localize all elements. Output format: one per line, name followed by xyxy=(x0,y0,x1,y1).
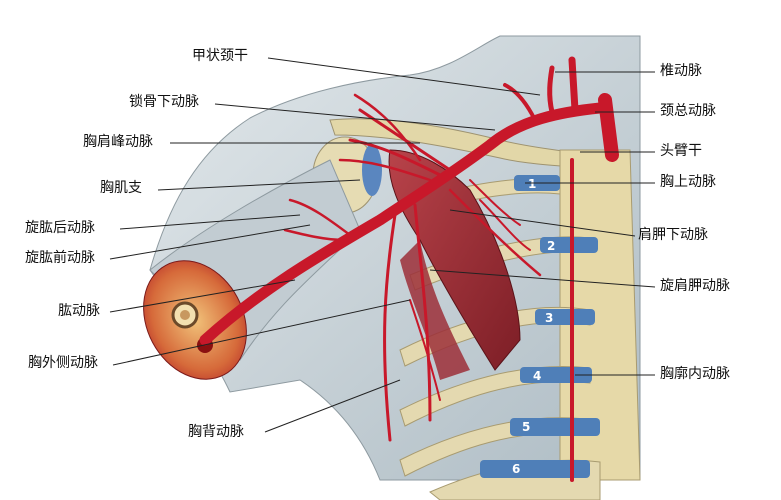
brachiocephalic-trunk xyxy=(598,93,619,162)
lateral-thoracic xyxy=(413,203,432,422)
label-superior-thoracic-artery: 胸上动脉 xyxy=(660,174,716,190)
label-common-carotid-artery: 颈总动脉 xyxy=(660,103,716,119)
label-posterior-circumflex-humeral: 旋肱后动脉 xyxy=(25,220,95,236)
vertebral-artery xyxy=(547,65,555,115)
rib-number-6: 6 xyxy=(512,462,520,476)
thoracodorsal xyxy=(383,213,397,442)
label-pectoral-branch: 胸肌支 xyxy=(100,180,142,196)
label-circumflex-scapular-artery: 旋肩胛动脉 xyxy=(660,278,730,294)
rib-number-4: 4 xyxy=(533,369,541,383)
label-internal-thoracic-artery: 胸廓内动脉 xyxy=(660,366,730,382)
glenoid-cartilage xyxy=(362,144,382,196)
pectoralis-minor-muscle xyxy=(388,149,521,371)
rib-number-2: 2 xyxy=(547,239,555,253)
label-thoracoacromial-artery: 胸肩峰动脉 xyxy=(83,134,153,150)
rib-number-1: 1 xyxy=(528,177,536,191)
label-brachiocephalic-trunk: 头臂干 xyxy=(660,143,702,159)
label-thyrocervical-trunk: 甲状颈干 xyxy=(192,48,248,64)
label-subclavian-artery: 锁骨下动脉 xyxy=(129,94,199,110)
label-thoracodorsal-artery: 胸背动脉 xyxy=(188,424,244,440)
serratus-muscle xyxy=(400,240,470,380)
label-subscapular-artery: 肩胛下动脉 xyxy=(638,227,708,243)
rib-number-3: 3 xyxy=(545,311,553,325)
common-carotid xyxy=(568,56,579,114)
rib-numbers: 1 2 3 4 5 6 xyxy=(512,177,555,476)
label-anterior-circumflex-humeral: 旋肱前动脉 xyxy=(25,250,95,266)
leader-lines xyxy=(109,57,656,433)
rib-number-5: 5 xyxy=(522,420,530,434)
label-vertebral-artery: 椎动脉 xyxy=(660,63,702,79)
label-lateral-thoracic-artery: 胸外侧动脉 xyxy=(28,355,98,371)
label-brachial-artery: 肱动脉 xyxy=(58,303,100,319)
